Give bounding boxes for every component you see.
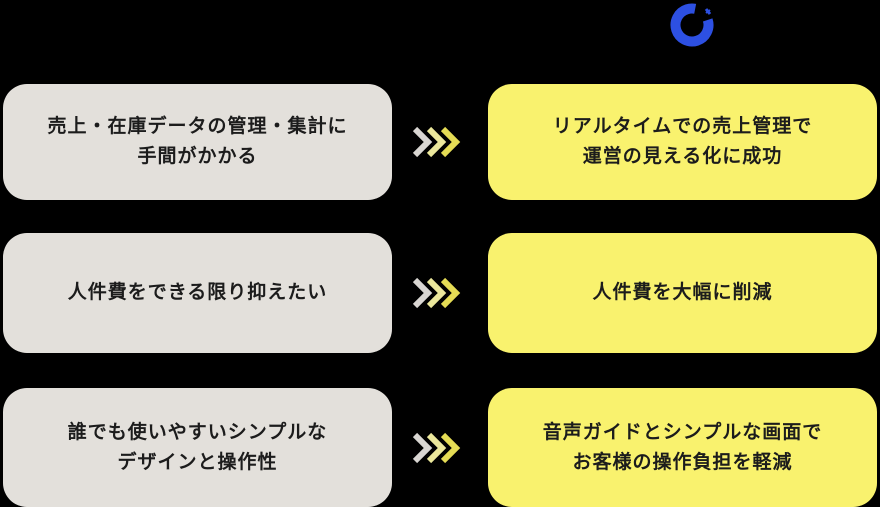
solution-card-2: 人件費を大幅に削減 [488,233,877,353]
triple-chevron-icon [412,126,466,158]
problem-text-1: 売上・在庫データの管理・集計に 手間がかかる [47,116,348,167]
solution-text-1: リアルタイムでの売上管理で 運営の見える化に成功 [552,116,813,167]
chevron-right-icon [412,126,461,158]
comparison-row-3: 誰でも使いやすいシンプルな デザインと操作性 音声ガイドとシンプルな画面で お客… [0,388,880,507]
solution-card-3: 音声ガイドとシンプルな画面で お客様の操作負担を軽減 [488,388,877,507]
brush-circle-icon [670,3,714,47]
chevron-right-icon [412,432,461,463]
brand-logo-icon [669,2,715,48]
triple-chevron-icon [412,432,466,464]
problem-card-2: 人件費をできる限り抑えたい [3,233,392,353]
comparison-row-2: 人件費をできる限り抑えたい 人件費を大幅に削減 [0,233,880,353]
solution-text-3: 音声ガイドとシンプルな画面で お客様の操作負担を軽減 [542,421,823,473]
solution-card-1: リアルタイムでの売上管理で 運営の見える化に成功 [488,84,877,200]
problem-card-1: 売上・在庫データの管理・集計に 手間がかかる [3,84,392,200]
problem-text-3: 誰でも使いやすいシンプルな デザインと操作性 [67,421,328,473]
chevron-right-icon [412,277,461,309]
problem-text-2: 人件費をできる限り抑えたい [67,282,328,303]
triple-chevron-icon [412,277,466,309]
comparison-row-1: 売上・在庫データの管理・集計に 手間がかかる リアルタイムでの売上管理で 運営の… [0,84,880,200]
solution-text-2: 人件費を大幅に削減 [592,282,773,303]
problem-card-3: 誰でも使いやすいシンプルな デザインと操作性 [3,388,392,507]
